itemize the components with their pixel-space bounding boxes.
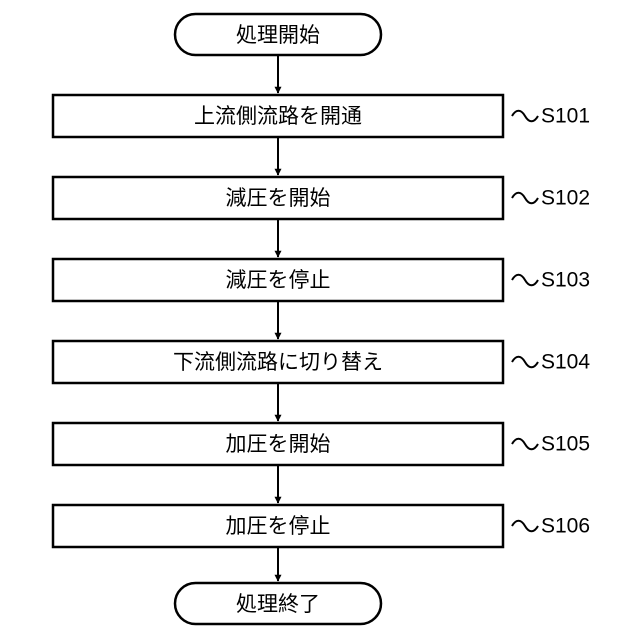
leader-tilde — [512, 275, 538, 286]
end-text: 処理終了 — [236, 592, 320, 616]
step-s105: 加圧を開始 S105 — [53, 423, 590, 465]
step-label: S105 — [541, 433, 590, 456]
leader-tilde — [512, 357, 538, 368]
start-terminator: 処理開始 — [175, 14, 381, 55]
step-text: 下流側流路に切り替え — [173, 350, 383, 374]
step-s106: 加圧を停止 S106 — [53, 505, 590, 547]
step-s103: 減圧を停止 S103 — [53, 259, 590, 301]
step-text: 加圧を開始 — [226, 432, 331, 456]
step-text: 減圧を停止 — [226, 268, 331, 292]
step-label: S106 — [541, 515, 590, 538]
start-text: 処理開始 — [236, 23, 320, 47]
step-text: 加圧を停止 — [226, 514, 331, 538]
step-s101: 上流側流路を開通 S101 — [53, 95, 590, 137]
step-label: S102 — [541, 187, 590, 210]
leader-tilde — [512, 193, 538, 204]
step-label: S103 — [541, 269, 590, 292]
step-label: S101 — [541, 105, 590, 128]
leader-tilde — [512, 439, 538, 450]
end-terminator: 処理終了 — [175, 583, 381, 624]
step-text: 上流側流路を開通 — [194, 104, 362, 128]
step-text: 減圧を開始 — [226, 186, 331, 210]
step-label: S104 — [541, 351, 590, 374]
step-s102: 減圧を開始 S102 — [53, 177, 590, 219]
step-s104: 下流側流路に切り替え S104 — [53, 341, 590, 383]
leader-tilde — [512, 521, 538, 532]
leader-tilde — [512, 111, 538, 122]
